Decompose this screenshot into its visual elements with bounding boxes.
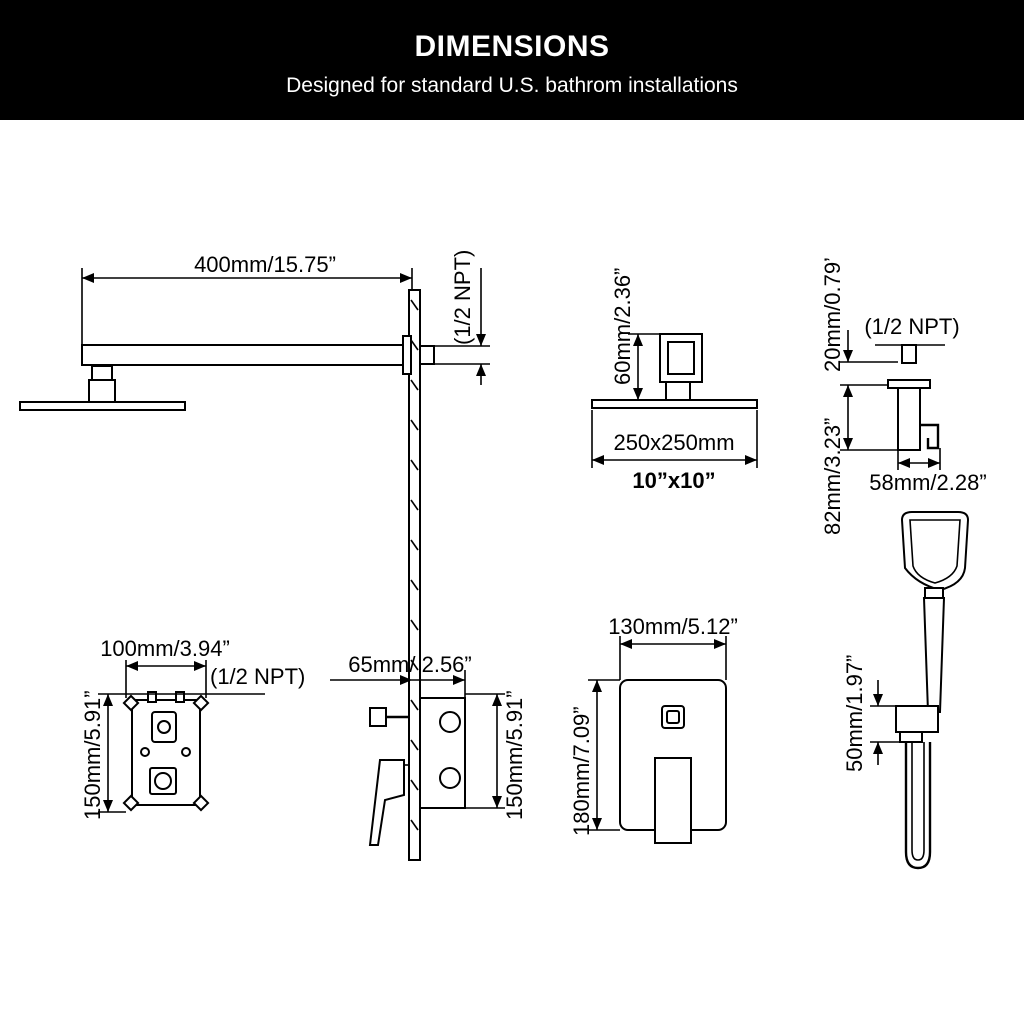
wall-section [408, 289, 421, 861]
arm-flange [402, 335, 412, 375]
header-banner: DIMENSIONS Designed for standard U.S. ba… [0, 0, 1024, 120]
rain-head-front-view: 60mm/2.36” 250x250mm 10”x10” [591, 268, 758, 493]
valve-depth-label: 65mm/ 2.56” [348, 652, 472, 677]
arm-length-label: 400mm/15.75” [194, 252, 336, 277]
arm-threaded-end [419, 345, 435, 365]
holder-body [897, 387, 921, 451]
holder-width-label: 58mm/2.28” [869, 470, 986, 495]
page-subtitle: Designed for standard U.S. bathrom insta… [286, 74, 738, 97]
valve-height-label: 150mm/5.91” [80, 690, 105, 820]
rain-head-plate [591, 399, 758, 409]
handheld-height-label: 50mm/1.97” [842, 655, 867, 772]
valve-side-view: 65mm/ 2.56” 150mm/5.91” [330, 652, 527, 846]
trim-width-label: 130mm/5.12” [608, 614, 738, 639]
holder-thread-label: (1/2 NPT) [864, 314, 959, 339]
handheld-head [900, 511, 970, 592]
valve-thread-label: (1/2 NPT) [210, 664, 305, 689]
valve-rough-in-front: 100mm/3.94” (1/2 NPT) 150mm/5.91” [80, 636, 305, 820]
head-size-mm-label: 250x250mm [613, 430, 734, 455]
shower-arm-side-view: 400mm/15.75” (1/2 NPT) [19, 250, 490, 861]
trim-plate-front: 130mm/5.12” 180mm/7.09” [569, 614, 738, 844]
trim-height-label: 180mm/7.09” [569, 706, 594, 836]
handheld-shower-view: 50mm/1.97” [842, 511, 970, 870]
holder-height-label: 82mm/3.23” [820, 418, 845, 535]
shower-arm [81, 344, 405, 366]
valve-handle-side [368, 759, 405, 846]
page-title: DIMENSIONS [414, 30, 610, 63]
head-height-label: 60mm/2.36” [610, 268, 635, 385]
valve-width-label: 100mm/3.94” [100, 636, 230, 661]
valve-side-height-label: 150mm/5.91” [502, 690, 527, 820]
holder-top-label: 20mm/0.79’ [820, 257, 845, 372]
trim-handle [654, 757, 692, 844]
handheld-holder-view: (1/2 NPT) 20mm/0.79’ 82mm/3.23” 58mm/2.2… [820, 257, 987, 535]
arm-thread-label: (1/2 NPT) [450, 250, 475, 345]
rain-head-side [19, 401, 186, 411]
handheld-handle [922, 597, 946, 713]
handheld-bracket [895, 705, 939, 733]
head-size-in-label: 10”x10” [632, 468, 715, 493]
